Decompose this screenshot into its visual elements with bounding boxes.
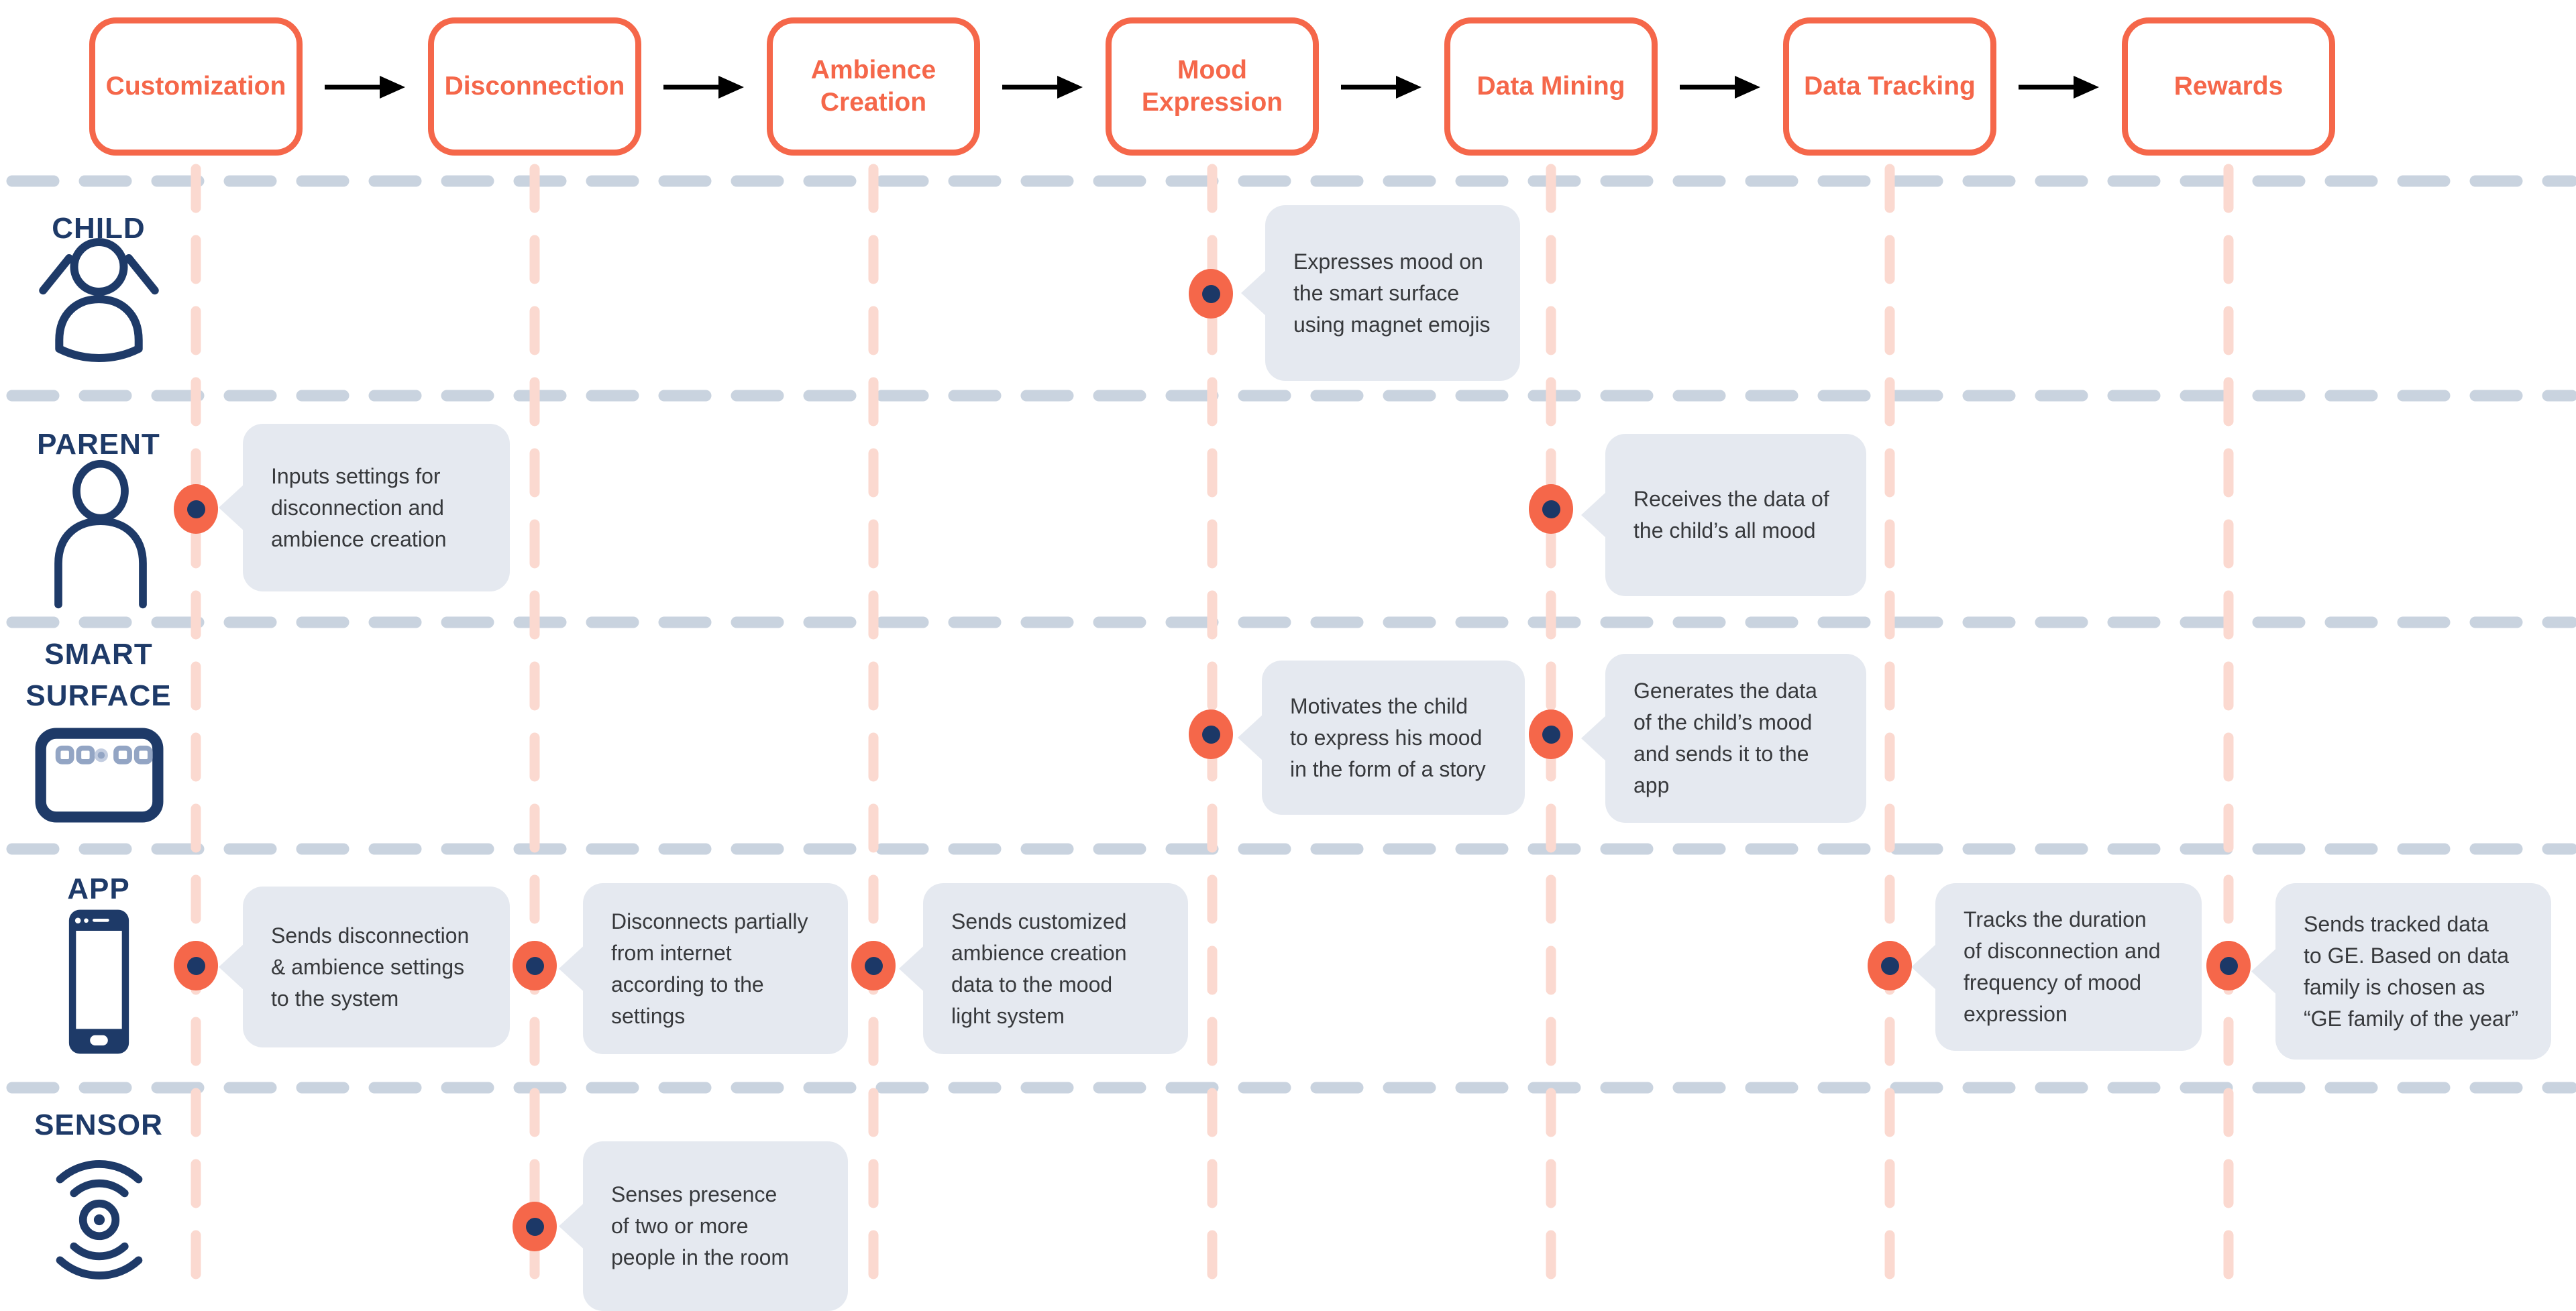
event-bubble-app-data-tracking: Tracks the duration of disconnection and…	[1911, 883, 2202, 1051]
event-bubble-parent-customization: Inputs settings for disconnection and am…	[219, 424, 510, 591]
event-bubble-app-rewards: Sends tracked data to GE. Based on data …	[2251, 883, 2551, 1060]
event-text: Sends disconnection & ambience settings …	[271, 923, 470, 1011]
event-text: Motivates the child to express his mood …	[1290, 693, 1486, 781]
event-text: Sends customized ambience creation data …	[951, 909, 1127, 1028]
stage-label: Ambience Creation	[810, 56, 936, 117]
event-text: Disconnects partially from internet acco…	[611, 909, 808, 1028]
event-marker	[1529, 709, 1573, 759]
event-marker	[851, 941, 896, 990]
stage-box-customization: Customization	[89, 17, 303, 156]
marker-dot	[1880, 956, 1899, 975]
event-bubble-app-disconnection: Disconnects partially from internet acco…	[559, 883, 848, 1054]
actor-label-app: APP	[67, 872, 130, 905]
flow-arrow-icon	[663, 76, 744, 99]
event-marker	[2206, 941, 2251, 990]
flow-arrow-icon	[325, 76, 405, 99]
sensor-icon	[56, 1160, 143, 1279]
event-marker	[1529, 484, 1573, 534]
stage-box-disconnection: Disconnection	[428, 17, 641, 156]
marker-dot	[1201, 284, 1220, 303]
event-bubble-app-ambience-creation: Sends customized ambience creation data …	[899, 883, 1188, 1054]
event-marker	[1189, 269, 1233, 319]
marker-dot	[525, 956, 544, 975]
marker-dot	[1542, 725, 1560, 744]
event-marker	[1868, 941, 1912, 990]
event-bubble-sensor-disconnection: Senses presence of two or more people in…	[559, 1141, 848, 1311]
stage-label: Data Tracking	[1804, 72, 1976, 101]
marker-dot	[186, 956, 205, 975]
event-marker	[513, 1202, 557, 1251]
event-text: Receives the data of the child’s all moo…	[1633, 487, 1829, 543]
marker-dot	[1542, 500, 1560, 518]
event-text: Tracks the duration of disconnection and…	[1964, 907, 2161, 1026]
marker-dot	[1201, 725, 1220, 744]
stage-label: Data Mining	[1477, 72, 1625, 101]
event-bubble-app-customization: Sends disconnection & ambience settings …	[219, 887, 510, 1047]
event-bubble-parent-data-mining: Receives the data of the child’s all moo…	[1581, 434, 1866, 596]
stage-box-ambience-creation: Ambience Creation	[767, 17, 980, 156]
actor-label-parent: PARENT	[37, 428, 160, 461]
flow-arrow-icon	[1002, 76, 1083, 99]
event-text: Sends tracked data to GE. Based on data …	[2304, 911, 2519, 1031]
stage-box-rewards: Rewards	[2122, 17, 2335, 156]
stage-label: Mood Expression	[1141, 56, 1283, 117]
marker-dot	[186, 500, 205, 518]
event-marker	[1189, 709, 1233, 759]
marker-dot	[864, 956, 883, 975]
actor-label-smart-surface: SMART SURFACE	[25, 638, 172, 712]
stage-box-data-mining: Data Mining	[1444, 17, 1658, 156]
flow-arrow-icon	[1680, 76, 1760, 99]
event-marker	[174, 941, 218, 990]
smartphone-icon	[68, 909, 129, 1054]
event-bubble-smart-surface-mood-expression: Motivates the child to express his mood …	[1238, 661, 1525, 815]
flow-arrow-icon	[2019, 76, 2099, 99]
stage-label: Customization	[105, 72, 286, 101]
stage-box-data-tracking: Data Tracking	[1783, 17, 1996, 156]
event-text: Generates the data of the child’s mood a…	[1633, 679, 1817, 797]
event-marker	[513, 941, 557, 990]
stage-label: Disconnection	[444, 72, 625, 101]
event-marker	[174, 484, 218, 534]
parent-icon	[54, 459, 147, 609]
actor-label-sensor: SENSOR	[34, 1108, 163, 1141]
marker-dot	[525, 1217, 544, 1236]
event-bubble-child-mood-expression: Expresses mood on the smart surface usin…	[1241, 205, 1520, 381]
stage-label: Rewards	[2174, 72, 2284, 101]
event-text: Senses presence of two or more people in…	[611, 1182, 790, 1269]
marker-dot	[2219, 956, 2238, 975]
stage-box-mood-expression: Mood Expression	[1106, 17, 1319, 156]
row-divider-lines	[6, 175, 2576, 1094]
child-icon	[39, 237, 159, 362]
flow-arrow-icon	[1341, 76, 1421, 99]
event-text: Expresses mood on the smart surface usin…	[1293, 249, 1491, 337]
event-bubble-smart-surface-data-mining: Generates the data of the child’s mood a…	[1581, 654, 1866, 823]
smart-surface-icon	[35, 728, 164, 823]
event-text: Inputs settings for disconnection and am…	[271, 463, 447, 551]
